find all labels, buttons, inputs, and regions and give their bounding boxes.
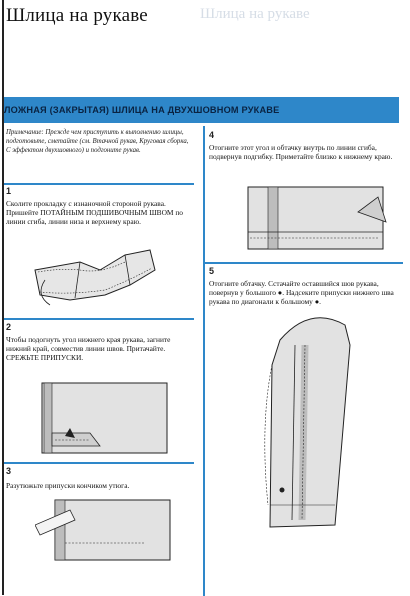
- column-divider: [203, 126, 205, 596]
- step-3-text: Разутюжьте припуски кончиком утюга.: [6, 481, 130, 490]
- step-3-number: 3: [6, 466, 12, 476]
- note-text: Прежде чем приступить к выполнению шлицы…: [6, 129, 189, 155]
- step-divider: [4, 183, 194, 185]
- step-1-illustration: [34, 249, 156, 306]
- step-5-text: Отогните обтачку. Сстачайте оставшийся ш…: [209, 279, 394, 307]
- step-4-text: Отогните этот угол и обтачку внутрь по л…: [209, 143, 393, 162]
- section-banner: [4, 97, 399, 123]
- step-3-illustration: [35, 499, 171, 561]
- step-4-illustration: [247, 186, 387, 250]
- step-2-text: Чтобы подогнуть угол нижнего края рукава…: [6, 335, 171, 363]
- section-title: ЛОЖНАЯ (ЗАКРЫТАЯ) ШЛИЦА НА ДВУХШОВНОМ РУ…: [4, 105, 280, 115]
- note: Примечание: Прежде чем приступить к выпо…: [6, 128, 191, 156]
- step-4-number: 4: [209, 130, 215, 140]
- note-label: Примечание:: [6, 129, 44, 136]
- page-title: Шлица на рукаве: [6, 5, 148, 26]
- step-1-text: Сколите прокладку с изнаночной стороной …: [6, 199, 183, 227]
- binding-edge: [2, 0, 4, 595]
- step-2-number: 2: [6, 322, 12, 332]
- step-5-number: 5: [209, 266, 215, 276]
- step-5-illustration: [264, 317, 351, 528]
- bleed-through-text: Шлица на рукаве: [200, 6, 310, 22]
- step-divider: [4, 462, 194, 464]
- step-divider: [4, 318, 194, 320]
- step-1-number: 1: [6, 186, 12, 196]
- step-divider: [203, 262, 403, 264]
- step-2-illustration: [41, 382, 168, 454]
